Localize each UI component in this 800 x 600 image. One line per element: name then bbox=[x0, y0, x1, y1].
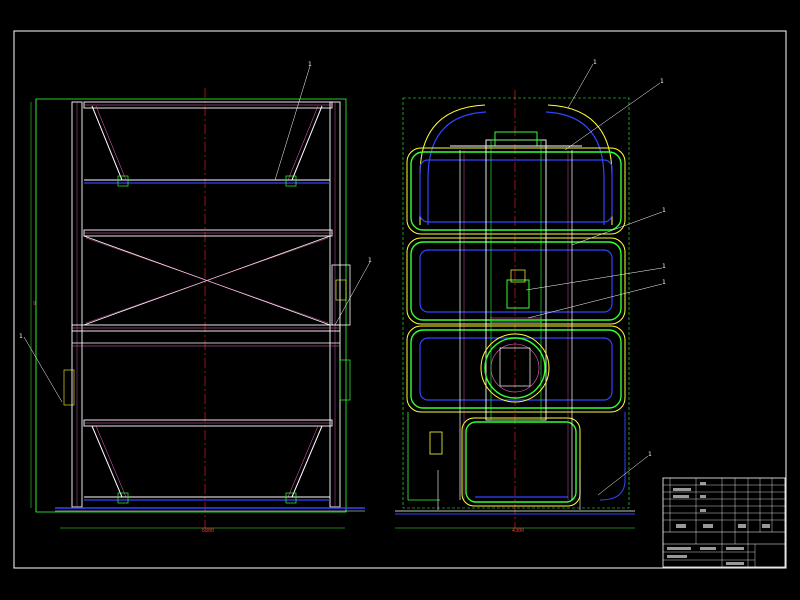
callout-right-2: 1 bbox=[660, 78, 664, 85]
callout-left-2: 1 bbox=[368, 257, 372, 264]
callout-left-1: 1 bbox=[308, 61, 312, 68]
callout-right-4: 1 bbox=[662, 263, 666, 270]
callout-left-3: 1 bbox=[19, 333, 23, 340]
title-block bbox=[662, 477, 786, 568]
callout-right-3: 1 bbox=[662, 207, 666, 214]
drawing-border-outer bbox=[13, 30, 787, 569]
dim-bottom-left: 6800 bbox=[202, 528, 214, 534]
side-elevation-view: 4300 1 1 1 1 1 1 bbox=[395, 59, 666, 534]
callout-right-6: 1 bbox=[648, 451, 652, 458]
dim-side-left: 9 bbox=[33, 301, 36, 307]
dim-bottom-right: 4300 bbox=[512, 528, 524, 534]
callout-right-5: 1 bbox=[662, 279, 666, 286]
callout-right-1: 1 bbox=[593, 59, 597, 66]
front-elevation-view: 6800 9 1 1 1 bbox=[19, 61, 372, 534]
